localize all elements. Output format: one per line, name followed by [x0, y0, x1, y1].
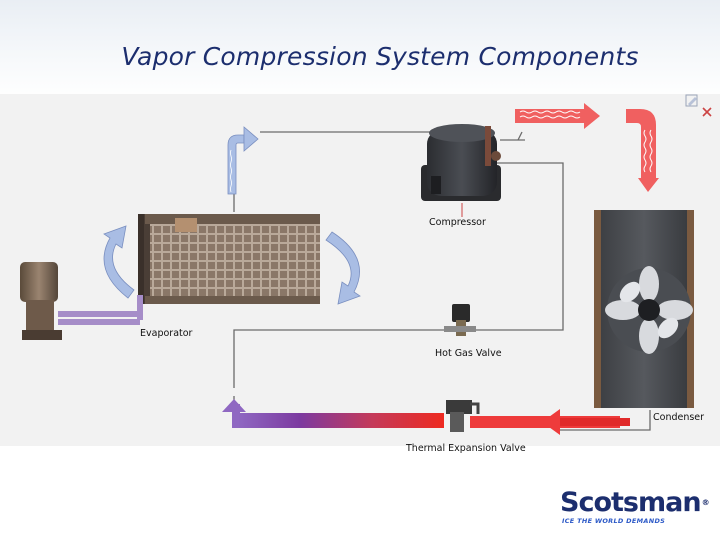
label-hot-gas-valve: Hot Gas Valve — [433, 348, 504, 359]
condenser-unit — [594, 210, 694, 408]
line-hot-gas-to-evap — [233, 329, 445, 388]
water-pump — [20, 262, 143, 340]
hot-gas-valve — [444, 304, 476, 336]
evaporator-unit — [138, 214, 320, 304]
discharge-arrow — [515, 103, 659, 192]
suction-arrow — [227, 126, 259, 195]
liquid-line-arrow — [222, 399, 630, 435]
scotsman-logo: Scotsman® ICE THE WORLD DEMANDS — [560, 487, 710, 526]
edit-pen-icon[interactable] — [685, 94, 698, 107]
circulation-arrow-left — [103, 225, 135, 299]
close-icon[interactable] — [702, 107, 712, 117]
label-evaporator: Evaporator — [138, 328, 195, 339]
label-compressor: Compressor — [427, 217, 488, 228]
compressor-unit — [421, 124, 501, 218]
fan-icon — [605, 266, 693, 354]
label-condenser: Condenser — [651, 412, 707, 423]
slide-title: Vapor Compression System Components — [121, 42, 639, 71]
line-hot-gas-bypass — [470, 162, 564, 331]
brand-tagline: ICE THE WORLD DEMANDS — [562, 517, 666, 525]
registered-mark: ® — [701, 498, 710, 507]
refrigerant-lines — [233, 131, 651, 431]
brand-wordmark: Scotsman — [560, 487, 702, 518]
thermal-expansion-valve — [446, 400, 480, 432]
brand-name: Scotsman® — [560, 487, 710, 518]
circulation-arrow-right — [325, 231, 361, 305]
label-thermal-expansion-valve: Thermal Expansion Valve — [406, 443, 526, 454]
